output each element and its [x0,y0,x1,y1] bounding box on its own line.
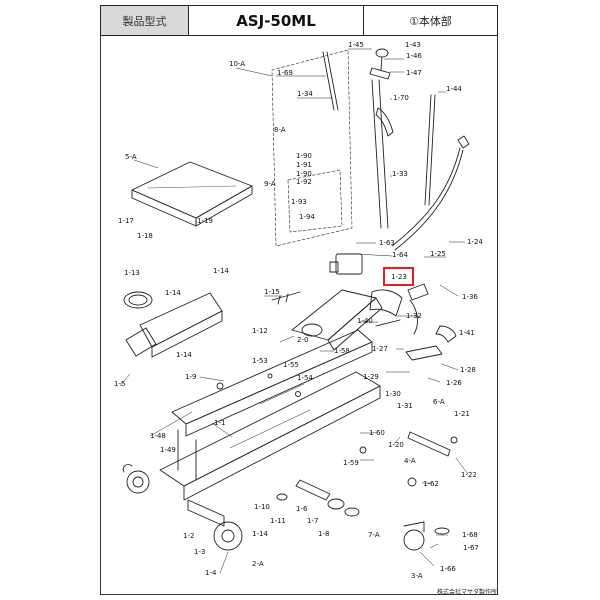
label-1-25: 1-25 [430,250,446,258]
label-10-a: 10-A [229,60,245,68]
label-1-40: 1-40 [357,317,373,325]
label-1-18: 1-18 [137,232,153,240]
label-1-10: 1-10 [254,503,270,511]
label-1-47: 1-47 [406,69,422,77]
label-6-a: 6-A [433,398,445,406]
label-1-60: 1-60 [369,429,385,437]
label-1-8: 1-8 [318,530,329,538]
label-1-68: 1-68 [462,531,478,539]
label-1-27: 1-27 [372,345,388,353]
label-1-55: 1-55 [283,361,299,369]
diagram-frame [100,35,498,595]
label-1-34: 1-34 [297,90,313,98]
label-1-41: 1-41 [459,329,475,337]
group-9a-outline [287,169,343,233]
label-1-2: 1-2 [183,532,194,540]
label-1-92: 1-92 [296,178,312,186]
label-1-91: 1-91 [296,161,312,169]
label-2-a: 2-A [252,560,264,568]
label-1-90-a: 1-90 [296,152,312,160]
cover-plate [131,161,253,219]
label-1-33: 1-33 [392,170,408,178]
label-1-93: 1-93 [291,198,307,206]
label-1-20: 1-20 [388,441,404,449]
group-10a-outline [271,49,353,247]
label-1-23: 1-23 [391,273,407,281]
highlight-box-1-23 [383,267,414,286]
hydraulic-cylinder [291,289,377,341]
label-1-53: 1-53 [252,357,268,365]
label-1-70: 1-70 [393,94,409,102]
label-1-14-b: 1-14 [165,289,181,297]
label-8-a: 8-A [274,126,286,134]
label-4-a: 4-A [404,457,416,465]
label-1-90-b: 1-90 [296,170,312,178]
label-1-7: 1-7 [307,517,318,525]
label-9-a: 9-A [264,180,276,188]
publisher-name: 株式会社マサダ製作所 [436,589,497,596]
label-1-1: 1-1 [214,419,225,427]
label-5-a: 5-A [125,153,137,161]
label-1-14-c: 1-14 [176,351,192,359]
label-1-44: 1-44 [446,85,462,93]
label-2-0: 2-0 [297,336,308,344]
label-1-17: 1-17 [118,217,134,225]
label-1-26: 1-26 [446,379,462,387]
label-1-67: 1-67 [463,544,479,552]
label-1-48: 1-48 [150,432,166,440]
label-1-21: 1-21 [454,410,470,418]
label-1-58: 1-58 [334,347,350,355]
label-1-19: 1-19 [197,217,213,225]
label-1-15: 1-15 [264,288,280,296]
label-1-28: 1-28 [460,366,476,374]
label-1-5: 1-5 [114,380,125,388]
label-1-36: 1-36 [462,293,478,301]
model-name: ASJ-50ML [188,5,364,36]
saddle [123,291,153,309]
label-1-43: 1-43 [405,41,421,49]
label-1-59: 1-59 [343,459,359,467]
label-1-46: 1-46 [406,52,422,60]
label-1-13: 1-13 [124,269,140,277]
section-title: ①本体部 [363,5,498,36]
label-1-11: 1-11 [270,517,286,525]
label-7-a: 7-A [368,531,380,539]
label-1-6: 1-6 [296,505,308,513]
label-1-24: 1-24 [467,238,483,246]
label-1-3: 1-3 [194,548,205,556]
label-1-66: 1-66 [440,565,456,573]
handle-bar-outline [322,51,335,111]
label-1-94: 1-94 [299,213,315,221]
label-1-54: 1-54 [297,374,313,382]
model-caption: 製品型式 [100,5,189,36]
label-1-29: 1-29 [363,373,379,381]
label-1-49: 1-49 [160,446,176,454]
caster-wheel [403,529,425,551]
label-1-4: 1-4 [205,569,217,577]
label-1-30: 1-30 [385,390,401,398]
label-1-64: 1-64 [392,251,408,259]
label-1-63: 1-63 [379,239,395,247]
handle-knob [375,48,389,58]
front-wheel-right [213,521,243,551]
label-1-14-d: 1-14 [252,530,268,538]
label-1-45: 1-45 [348,41,364,49]
label-1-32: 1-32 [406,312,422,320]
front-wheel-left [126,470,150,494]
label-1-69: 1-69 [277,69,293,77]
label-1-12: 1-12 [252,327,268,335]
label-3-a: 3-A [411,572,423,580]
label-1-14-a: 1-14 [213,267,229,275]
label-1-22: 1-22 [461,471,477,479]
label-1-31: 1-31 [397,402,413,410]
label-1-62: 1-62 [423,480,439,488]
label-1-9: 1-9 [185,373,196,381]
pump-box [335,253,363,275]
